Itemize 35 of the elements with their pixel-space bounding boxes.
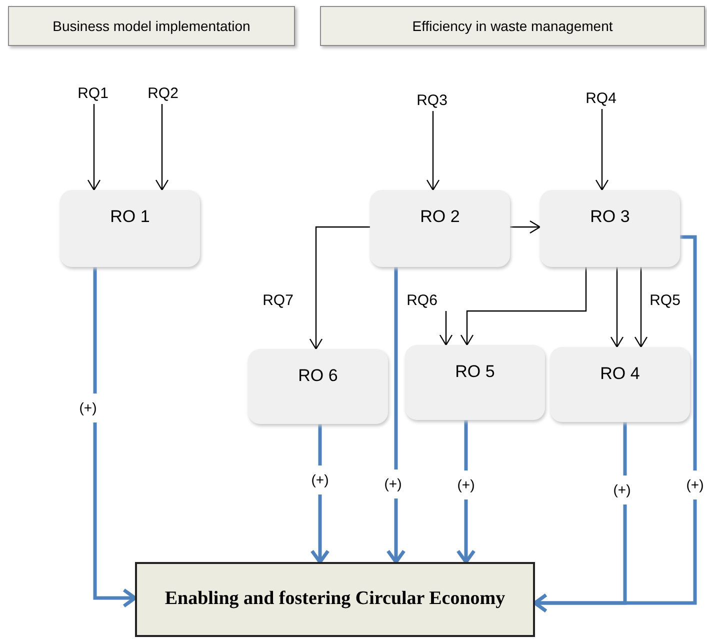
- edge-label: (+): [684, 470, 706, 500]
- edge-label: (+): [455, 470, 477, 500]
- question-label: RQ4: [581, 89, 621, 109]
- arrow: [426, 111, 440, 191]
- question-label: RQ1: [73, 84, 113, 104]
- objective-box: RO 1: [60, 190, 200, 267]
- objective-box: RO 4: [550, 347, 690, 422]
- arrow: [386, 267, 406, 564]
- question-label: RQ2: [143, 84, 183, 104]
- objective-box: RO 6: [248, 349, 388, 424]
- arrow: [510, 220, 541, 234]
- edge-label: (+): [611, 476, 633, 504]
- edge-label: RQ7: [262, 290, 294, 311]
- arrow: [93, 267, 137, 608]
- question-label: RQ6: [402, 291, 442, 311]
- arrow: [309, 226, 370, 350]
- objective-box: RO 5: [405, 345, 545, 420]
- edge-label: RQ5: [650, 290, 680, 311]
- question-label: RQ3: [412, 91, 452, 111]
- arrow: [439, 311, 453, 346]
- edge-label: (+): [77, 394, 99, 422]
- arrow: [460, 267, 587, 346]
- category-box: Business model implementation: [8, 6, 295, 46]
- edge-label: (+): [382, 470, 404, 498]
- arrow: [87, 104, 101, 191]
- objective-box: RO 2: [370, 190, 510, 267]
- arrow: [610, 267, 624, 348]
- arrow: [595, 109, 609, 191]
- category-box: Efficiency in waste management: [320, 6, 705, 46]
- edge-label: (+): [309, 466, 331, 494]
- arrow: [634, 267, 648, 348]
- objective-box: RO 3: [540, 190, 680, 267]
- arrow: [155, 104, 169, 191]
- arrow: [533, 235, 697, 613]
- goal-box: Enabling and fostering Circular Economy: [135, 562, 535, 637]
